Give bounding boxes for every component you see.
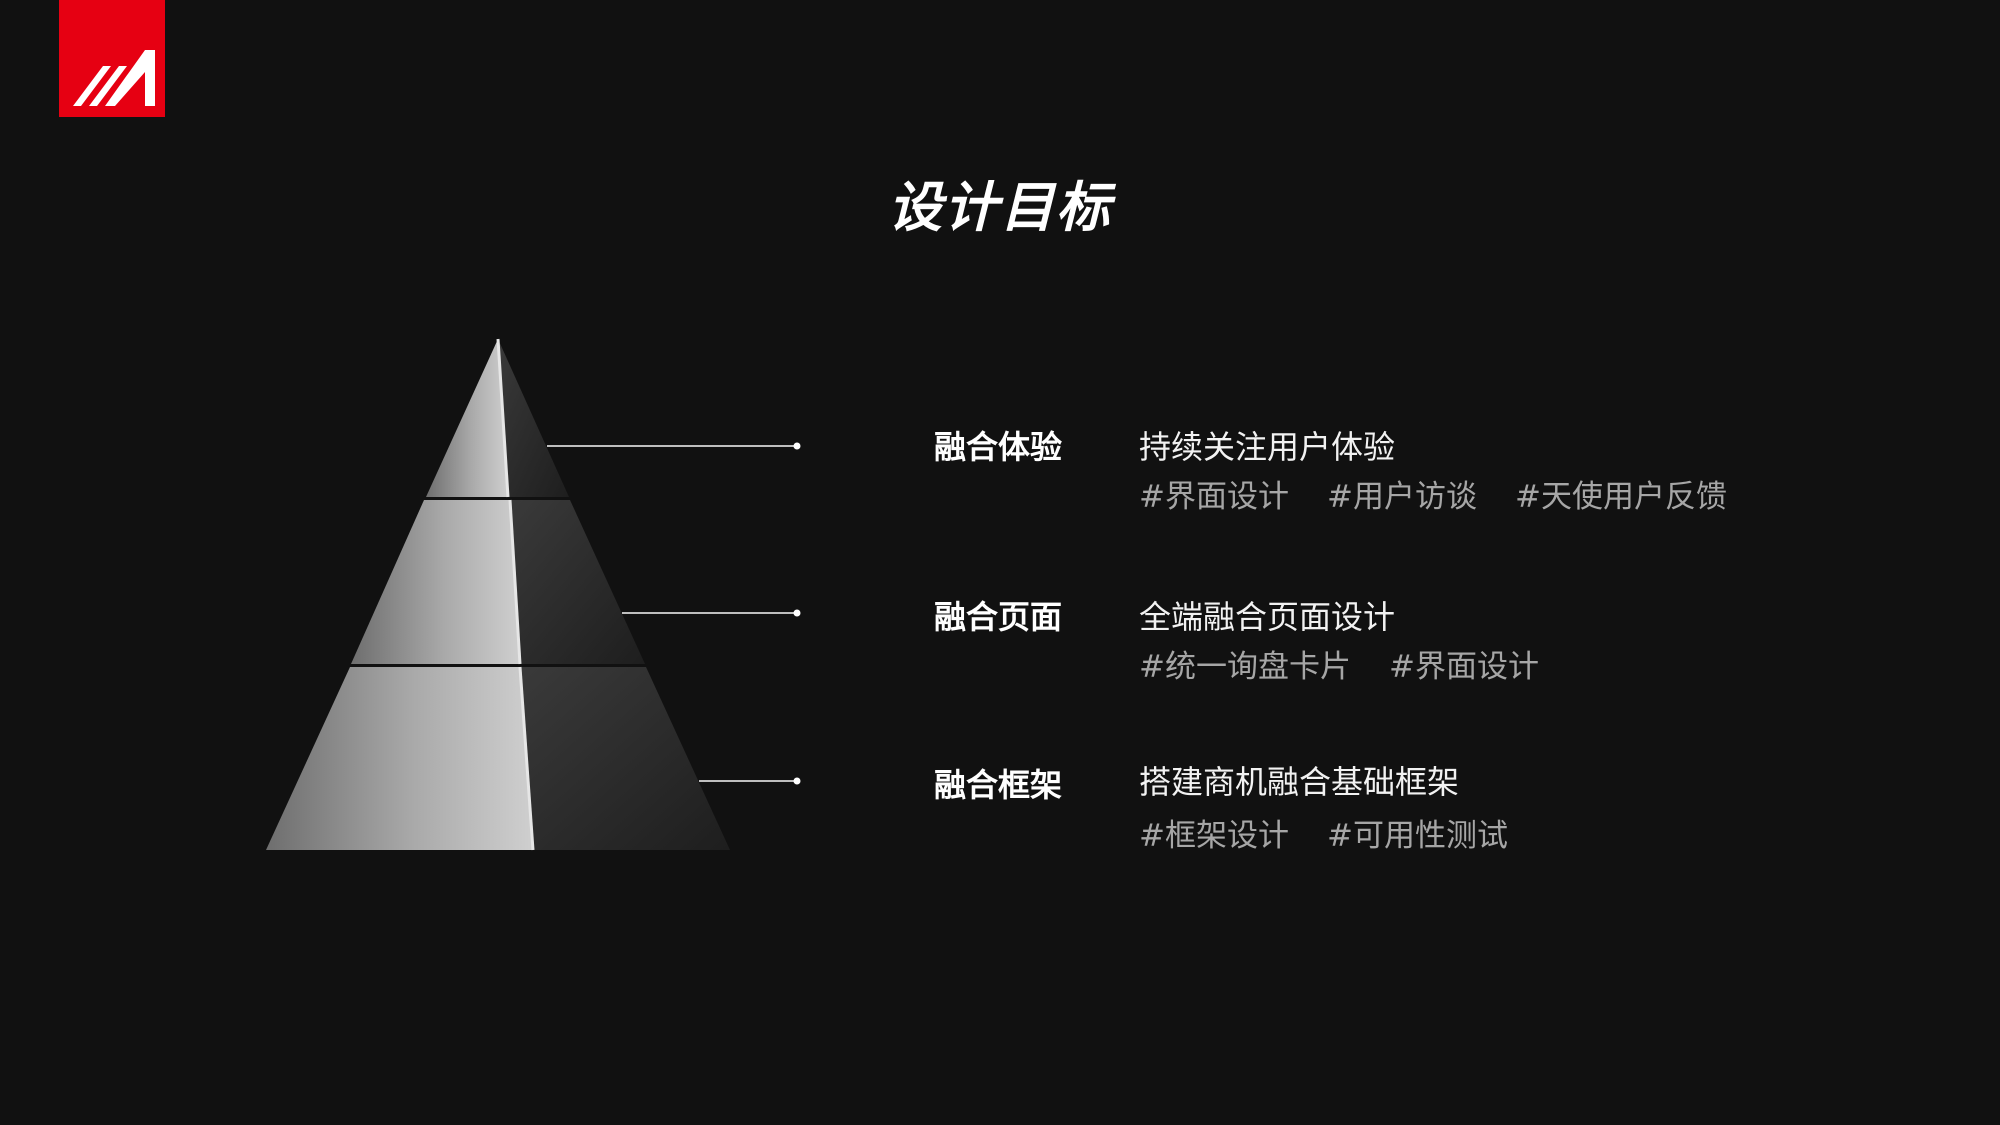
m-logo-icon [59, 0, 165, 117]
tag-list: #界面设计 #用户访谈 #天使用户反馈 [1139, 477, 1727, 517]
tag: #框架设计 [1139, 818, 1289, 854]
level-name: 融合体验 [934, 428, 1063, 466]
tag: #可用性测试 [1326, 818, 1508, 854]
tag: #界面设计 [1388, 649, 1539, 685]
page-title: 设计目标 [888, 176, 1112, 239]
tag: #界面设计 [1139, 479, 1289, 515]
level-goal: 持续关注用户体验 [1139, 428, 1396, 466]
pyramid-tier-bottom [266, 666, 730, 851]
pyramid-tier-top [426, 338, 569, 498]
level-goal: 搭建商机融合基础框架 [1139, 763, 1460, 801]
tag: #天使用户反馈 [1514, 479, 1727, 515]
tag-list: #统一询盘卡片 #界面设计 [1139, 647, 1539, 687]
level-name: 融合页面 [934, 598, 1063, 636]
tag: #用户访谈 [1326, 479, 1477, 515]
tag-list: #框架设计 #可用性测试 [1139, 816, 1508, 856]
tag: #统一询盘卡片 [1139, 649, 1351, 685]
brand-logo [59, 0, 165, 117]
pyramid-tier-middle [351, 499, 645, 665]
connector-lines [547, 442, 801, 785]
level-name: 融合框架 [934, 766, 1063, 804]
level-goal: 全端融合页面设计 [1139, 598, 1396, 636]
